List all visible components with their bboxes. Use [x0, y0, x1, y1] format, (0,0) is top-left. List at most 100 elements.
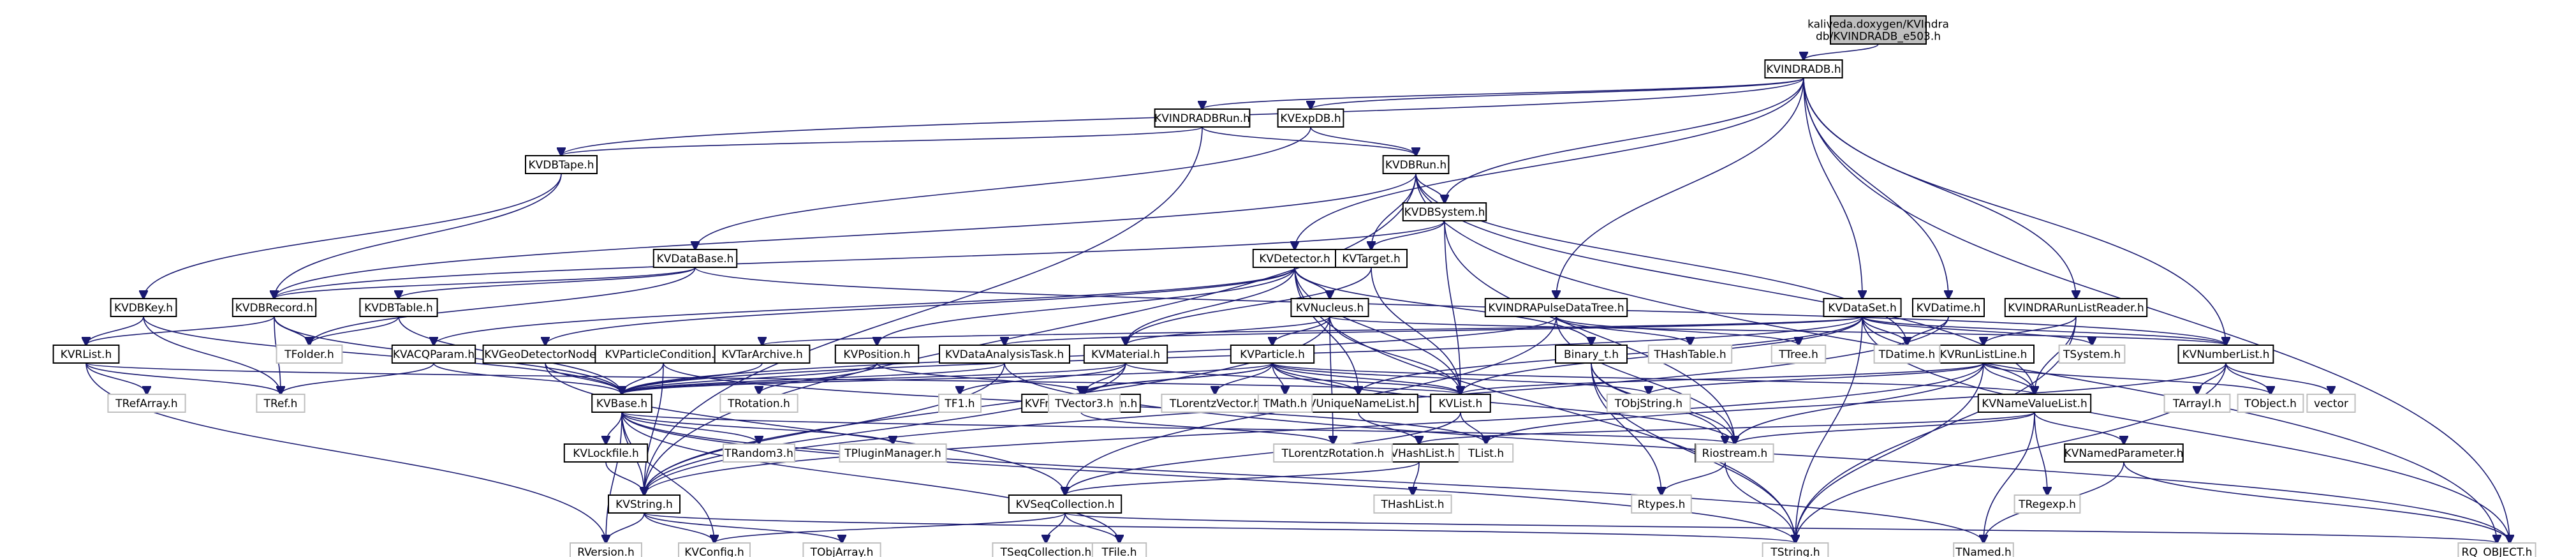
edge-KVBase-to-RVersion	[606, 412, 622, 543]
node-TObjString: TObjString.h	[1606, 394, 1691, 413]
edge-KVFrameTransform-to-TLorentzRotation	[1080, 412, 1333, 444]
node-label: TFile.h	[1101, 546, 1137, 557]
node-box	[1458, 443, 1514, 463]
node-KVACQParam[interactable]: KVACQParam.h	[391, 345, 476, 364]
edge-Hexa_t-to-TString	[1725, 461, 1795, 543]
edge-KVDBKey-to-KVRList	[86, 316, 144, 345]
edge-KVDBRecord-to-KVRList	[86, 316, 275, 345]
node-box	[1154, 108, 1251, 128]
node-KVDetector[interactable]: KVDetector.h	[1252, 249, 1337, 268]
node-label: Rtypes.h	[1638, 498, 1686, 511]
node-KVDBTable[interactable]: KVDBTable.h	[359, 298, 438, 317]
node-THashTable: THashTable.h	[1647, 345, 1733, 364]
edge-KVParticle-to-TLorentzVector	[1215, 362, 1273, 394]
node-KVPosition[interactable]: KVPosition.h	[834, 345, 920, 364]
node-label: KVParticle.h	[1240, 348, 1305, 361]
edge-KVACQParam-to-TRef	[281, 362, 434, 394]
node-KVRunListLine[interactable]: KVRunListLine.h	[1932, 345, 2035, 364]
node-KVINDRARunListReader[interactable]: KVINDRARunListReader.h	[2004, 298, 2148, 317]
node-box	[834, 345, 920, 364]
node-KVDBSystem[interactable]: KVDBSystem.h	[1402, 202, 1487, 221]
node-label: KVACQParam.h	[393, 348, 475, 361]
edge-KVDataBase-to-TFolder	[309, 267, 696, 345]
node-label: KVParticleCondition.h	[605, 348, 722, 361]
node-label: KVTarget.h	[1342, 253, 1401, 265]
edge-KVDataBase-to-KVNumberList	[695, 267, 2226, 345]
node-TRegexp: TRegexp.h	[2013, 494, 2081, 514]
node-box	[723, 443, 795, 463]
node-KVINDRADB[interactable]: KVINDRADB.h	[1764, 59, 1843, 78]
edge-KVString-to-TString	[644, 512, 1795, 543]
node-label: KVDBRun.h	[1385, 159, 1446, 172]
node-KVDataBase[interactable]: KVDataBase.h	[652, 249, 738, 268]
node-label: TList.h	[1468, 447, 1504, 460]
node-label: KVList.h	[1439, 397, 1483, 410]
node-label: KVMaterial.h	[1091, 348, 1160, 361]
node-KVDataSet[interactable]: KVDataSet.h	[1823, 298, 1902, 317]
edge-KVINDRADB-to-KVExpDB	[1311, 77, 1804, 109]
node-KVDBRun[interactable]: KVDBRun.h	[1382, 155, 1450, 174]
edge-KVDetector-to-KVList	[1294, 267, 1461, 394]
node-KVTarget[interactable]: KVTarget.h	[1335, 249, 1408, 268]
node-label: KVUniqueNameList.h	[1302, 397, 1416, 410]
node-box	[1273, 443, 1393, 463]
node-box	[1631, 494, 1692, 514]
node-KVMaterial[interactable]: KVMaterial.h	[1083, 345, 1168, 364]
node-KVINDRADBRun[interactable]: KVINDRADBRun.h	[1154, 108, 1251, 128]
node-label: KVString.h	[615, 498, 673, 511]
node-Riostream: Riostream.h	[1695, 443, 1774, 463]
edge-KVNameValueList-to-KVNamedParameter	[2034, 412, 2124, 444]
node-box	[1430, 394, 1491, 413]
node-TTree: TTree.h	[1770, 345, 1827, 364]
node-KVParticle[interactable]: KVParticle.h	[1230, 345, 1315, 364]
node-TRandom3: TRandom3.h	[723, 443, 795, 463]
node-box	[525, 155, 598, 174]
node-KVNameValueList[interactable]: KVNameValueList.h	[1977, 394, 2092, 413]
node-label: TObject.h	[2244, 397, 2297, 410]
node-KVDatime[interactable]: KVDatime.h	[1912, 298, 1985, 317]
node-KVDataAnalysisTask[interactable]: KVDataAnalysisTask.h	[939, 345, 1070, 364]
node-KVNucleus[interactable]: KVNucleus.h	[1290, 298, 1369, 317]
node-KVINDRAPulseDataTree[interactable]: KVINDRAPulseDataTree.h	[1484, 298, 1628, 317]
node-KVExpDB[interactable]: KVExpDB.h	[1277, 108, 1344, 128]
node-KVParticleCondition[interactable]: KVParticleCondition.h	[594, 345, 732, 364]
node-label: KVHashList.h	[1383, 447, 1455, 460]
edge-KVMaterial-to-KVList	[1125, 362, 1461, 394]
node-label: KVRList.h	[61, 348, 112, 361]
node-KVString[interactable]: KVString.h	[608, 494, 681, 514]
node-Binary_t[interactable]: Binary_t.h	[1555, 345, 1628, 364]
node-TSeqCollection: TSeqCollection.h	[992, 542, 1100, 557]
edge-KVDBTape-to-KVDBRecord	[274, 173, 562, 299]
node-KVDBKey[interactable]: KVDBKey.h	[110, 298, 177, 317]
node-box	[1953, 542, 2014, 557]
node-KVUniqueNameList[interactable]: KVUniqueNameList.h	[1299, 394, 1418, 413]
node-KVList[interactable]: KVList.h	[1430, 394, 1491, 413]
node-KVDBTape[interactable]: KVDBTape.h	[525, 155, 598, 174]
node-KVNumberList[interactable]: KVNumberList.h	[2177, 345, 2274, 364]
node-KVRList[interactable]: KVRList.h	[52, 345, 120, 364]
node-KVTarArchive[interactable]: KVTarArchive.h	[714, 345, 811, 364]
node-box	[2064, 443, 2184, 463]
node-label: RQ_OBJECT.h	[2462, 546, 2533, 557]
node-TNamed: TNamed.h	[1953, 542, 2014, 557]
node-label: TSeqCollection.h	[1000, 546, 1092, 557]
node-box	[1290, 298, 1369, 317]
node-box	[608, 494, 681, 514]
node-box	[391, 345, 476, 364]
edge-KVParticle-to-KVUniqueNameList	[1272, 362, 1358, 394]
node-KVGeoDetectorNode[interactable]: KVGeoDetectorNode.h	[482, 345, 608, 364]
node-box	[1083, 345, 1168, 364]
node-box	[1647, 345, 1733, 364]
node-label: KVDBSystem.h	[1404, 206, 1485, 219]
edge-KVINDRADB-to-KVINDRARunListReader	[1803, 77, 2076, 299]
node-label: KVBase.h	[596, 397, 647, 410]
edge-KVBase-to-KVConfig	[621, 412, 714, 543]
node-KVLockfile[interactable]: KVLockfile.h	[563, 443, 649, 463]
edge-KVNucleus-to-KVMaterial	[1126, 316, 1330, 345]
node-KVBase[interactable]: KVBase.h	[591, 394, 652, 413]
node-KVDBRecord[interactable]: KVDBRecord.h	[232, 298, 317, 317]
node-KVSeqCollection[interactable]: KVSeqCollection.h	[1008, 494, 1122, 514]
edge-KVBase-to-Riostream	[621, 412, 1735, 444]
node-label: TObjArray.h	[810, 546, 874, 557]
node-KVNamedParameter[interactable]: KVNamedParameter.h	[2064, 443, 2184, 463]
